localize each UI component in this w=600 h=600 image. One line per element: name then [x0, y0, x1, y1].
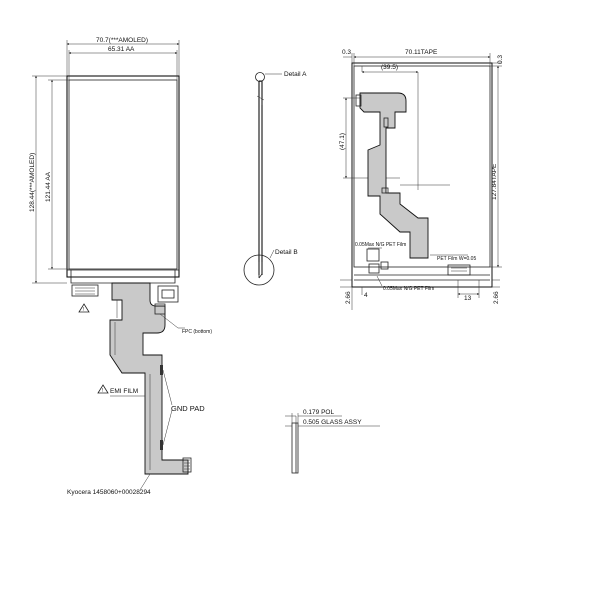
dim-bottom-right-w: 13	[464, 295, 472, 302]
dim-fpc-offset: (39.5)	[381, 64, 398, 71]
dim-fpc-height: (47.1)	[339, 133, 346, 150]
flex-connector-left	[71, 284, 99, 297]
side-panel	[258, 80, 263, 275]
film-label-2: PET Film W=0.05	[437, 256, 476, 262]
panel-outline	[66, 75, 180, 278]
active-area	[68, 79, 178, 270]
fpc-flex-cable	[109, 282, 189, 475]
detail-b-label: Detail B	[275, 249, 298, 256]
film-label-3: 0.05Max N/G PET Film	[383, 286, 434, 292]
dim-outline-height: 128.44(***AMOLED)	[29, 153, 36, 212]
dim-tape-height: 127.84TAPE	[491, 163, 498, 200]
glass-thickness: 0.505 GLASS ASSY	[303, 419, 362, 426]
emi-film-label: EMI FILM	[110, 388, 138, 395]
detail-b-leader	[269, 249, 275, 259]
warning-triangle-icon	[78, 303, 90, 313]
fpc-component	[157, 285, 179, 303]
emi-warning-icon	[97, 384, 109, 394]
detail-b-circle	[243, 254, 275, 286]
dim-bottom-right: 2.66	[493, 291, 500, 304]
dim-active-width: 65.31 AA	[108, 46, 135, 53]
fpc-bottom-label: FPC (bottom)	[182, 329, 212, 335]
flex-connector-end	[182, 457, 192, 473]
back-tape-area	[353, 65, 491, 268]
side-view: Detail A Detail B	[243, 71, 307, 286]
gnd-pad-2	[160, 440, 163, 450]
detail-a-label: Detail A	[284, 71, 307, 78]
dim-top-gap: 0.3	[497, 55, 504, 64]
svg-text:!: !	[83, 307, 84, 313]
glass-stack-section	[291, 422, 299, 474]
back-fpc-flex-cable	[359, 92, 429, 259]
pol-thickness: 0.179 POL	[303, 409, 334, 416]
thickness-detail: 0.179 POL 0.505 GLASS ASSY	[285, 409, 380, 474]
dim-outline-width: 70.7(***AMOLED)	[96, 37, 148, 44]
dim-bottom-small: 4	[364, 292, 368, 299]
svg-text:!: !	[102, 388, 103, 394]
dim-active-height: 121.44 AA	[45, 171, 52, 202]
gnd-pad-1	[160, 365, 163, 375]
back-view: 0.3 70.11TAPE (39.5) 0.3 127.84TAPE (47.…	[339, 49, 504, 310]
part-number-label: Kyocera 1458060+00028294	[67, 489, 151, 496]
gnd-pad-label: GND PAD	[171, 404, 205, 413]
front-view: 70.7(***AMOLED) 65.31 AA 128.44(***AMOLE…	[29, 37, 212, 496]
dim-tape-width: 70.11TAPE	[405, 49, 438, 56]
dim-bottom-left: 2.66	[345, 291, 352, 304]
dim-left-gap: 0.3	[342, 49, 351, 56]
back-connector-top	[355, 94, 362, 107]
back-ic-block	[366, 248, 380, 262]
detail-a-circle	[255, 72, 265, 82]
film-label-1: 0.05Max N/G PET Film	[355, 242, 406, 248]
